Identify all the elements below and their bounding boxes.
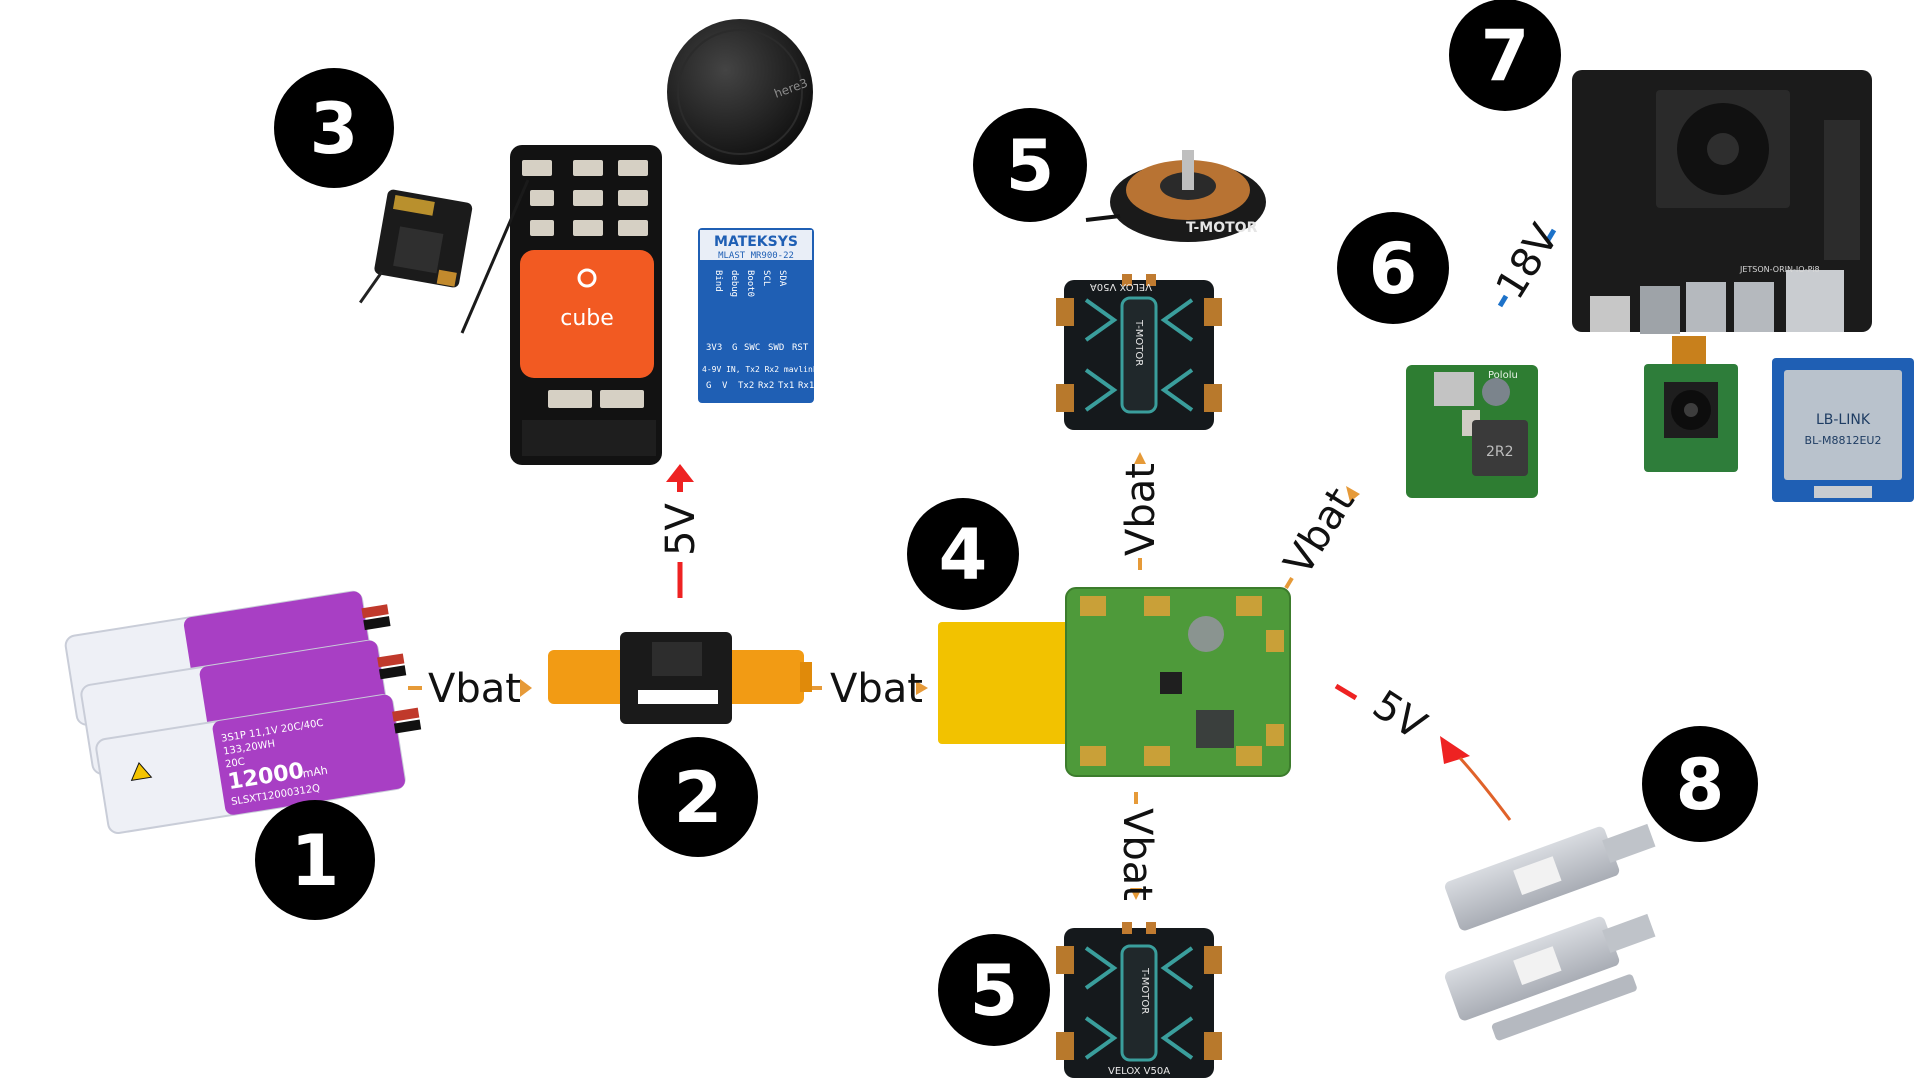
uart-pin-tx2: Tx2 bbox=[738, 381, 754, 391]
uart-pin-g: G bbox=[732, 343, 737, 353]
badge-2-text: 2 bbox=[674, 757, 723, 839]
warning-icon bbox=[130, 762, 153, 781]
esc-bottom-brand: T-MOTOR bbox=[1139, 967, 1150, 1014]
uart-pin-swd: SWD bbox=[768, 343, 784, 353]
uart-pin-rst: RST bbox=[792, 343, 809, 353]
edge-label-pdb-esc-bottom: Vbat bbox=[1114, 808, 1160, 901]
esc-top-brand: T-MOTOR bbox=[1133, 319, 1144, 366]
uart-pin-row: 4-9V IN, Tx2 Rx2 mavlink bbox=[702, 365, 818, 374]
voltage-regulator: Pololu 2R2 bbox=[1406, 365, 1538, 498]
badge-7-text: 7 bbox=[1481, 15, 1530, 97]
gps-module: here3 bbox=[667, 19, 813, 165]
uart-pin-rx1: Rx1 bbox=[798, 381, 814, 391]
uart-pin-v: V bbox=[722, 381, 728, 391]
edge-module-to-fc bbox=[666, 464, 694, 598]
computer-label: JETSON-ORIN-IO-Pi8 bbox=[1739, 265, 1820, 274]
badge-7: 7 bbox=[1449, 0, 1561, 111]
uart-pin-boot0: Boot0 bbox=[745, 270, 755, 297]
uart-pin-sda: SDA bbox=[777, 270, 787, 287]
esc-bottom-model: VELOX V50A bbox=[1108, 1066, 1170, 1077]
battery-rating-text: 20C bbox=[224, 756, 245, 770]
companion-computer: JETSON-ORIN-IO-Pi8 bbox=[1572, 70, 1872, 334]
badge-3: 3 bbox=[274, 68, 394, 188]
badge-1: 1 bbox=[255, 800, 375, 920]
edge-battery-to-module bbox=[408, 679, 532, 697]
uart-pin-bind: Bind bbox=[713, 270, 723, 292]
uart-brand: MATEKSYS bbox=[714, 234, 798, 250]
badge-4: 4 bbox=[907, 498, 1019, 610]
badge-5-top-text: 5 bbox=[1006, 125, 1055, 207]
uart-pin-debug: debug bbox=[729, 270, 739, 297]
solenoid-lock-bottom bbox=[1444, 913, 1656, 1021]
regulator-inductor: 2R2 bbox=[1486, 444, 1514, 460]
power-distribution-board bbox=[938, 587, 1291, 777]
uart-pin-swc: SWC bbox=[744, 343, 760, 353]
edge-label-module-fc: 5V bbox=[658, 503, 704, 556]
cube-logo-icon bbox=[577, 268, 597, 288]
edge-pdb-to-locks bbox=[1334, 683, 1470, 764]
badge-1-text: 1 bbox=[291, 820, 340, 902]
uart-pin-rx2: Rx2 bbox=[758, 381, 774, 391]
solenoid-locks bbox=[1444, 756, 1656, 1041]
badge-5-top: 5 bbox=[973, 108, 1087, 222]
uart-pin-g2: G bbox=[706, 381, 711, 391]
badge-8: 8 bbox=[1642, 726, 1758, 842]
badge-3-text: 3 bbox=[310, 88, 359, 170]
motor-brand: T-MOTOR bbox=[1186, 220, 1258, 236]
wifi-brand: LB-LINK bbox=[1816, 412, 1871, 428]
edge-label-module-pdb: Vbat bbox=[830, 666, 923, 712]
battery-cell-front: 3S1P 11,1V 20C/40C 133,20WH 20C 12000 mA… bbox=[95, 694, 422, 834]
flight-controller: cube bbox=[460, 145, 662, 465]
esc-top: VELOX V50A T-MOTOR bbox=[1054, 272, 1224, 432]
edge-pdb-to-regulator bbox=[1284, 486, 1360, 590]
edge-label-battery-module: Vbat bbox=[428, 666, 521, 712]
uart-board: MATEKSYS MLAST MR900-22 Bind debug Boot0… bbox=[698, 228, 818, 403]
power-module bbox=[548, 632, 812, 724]
rc-receiver bbox=[359, 189, 473, 304]
battery-pack: 3S1P 11,1V 20C/40C 133,20WH 20C 12000 mA… bbox=[64, 590, 422, 834]
edge-label-regulator-computer: 18V bbox=[1487, 216, 1568, 307]
esc-bottom: VELOX V50A T-MOTOR bbox=[1054, 920, 1224, 1080]
solenoid-lock-top bbox=[1444, 823, 1656, 931]
badge-5-bottom-text: 5 bbox=[970, 950, 1019, 1032]
badge-2: 2 bbox=[638, 737, 758, 857]
uart-pin-3v3: 3V3 bbox=[706, 343, 722, 353]
edge-regulator-to-computer bbox=[1497, 228, 1557, 308]
edge-label-pdb-esc-top: Vbat bbox=[1118, 463, 1164, 556]
edge-pdb-to-esc-bottom bbox=[1130, 792, 1142, 900]
uart-pin-tx1: Tx1 bbox=[778, 381, 794, 391]
regulator-brand: Pololu bbox=[1488, 370, 1518, 381]
flight-controller-brand: cube bbox=[560, 306, 614, 331]
badge-6: 6 bbox=[1337, 212, 1449, 324]
camera-module bbox=[1644, 336, 1738, 472]
esc-top-model: VELOX V50A bbox=[1090, 281, 1152, 292]
wifi-model: BL-M8812EU2 bbox=[1805, 434, 1882, 447]
edge-label-pdb-locks: 5V bbox=[1365, 682, 1435, 750]
badge-4-text: 4 bbox=[939, 514, 988, 596]
uart-model: MLAST MR900-22 bbox=[718, 251, 794, 261]
edge-pdb-to-esc-top bbox=[1134, 452, 1146, 570]
badge-6-text: 6 bbox=[1369, 228, 1418, 310]
uart-pin-scl: SCL bbox=[761, 270, 771, 286]
wifi-module: LB-LINK BL-M8812EU2 bbox=[1772, 358, 1914, 502]
battery-capacity-unit: mAh bbox=[302, 764, 329, 781]
badge-5-bottom: 5 bbox=[938, 934, 1050, 1046]
badge-8-text: 8 bbox=[1676, 744, 1725, 826]
motor: T-MOTOR bbox=[1085, 150, 1266, 242]
